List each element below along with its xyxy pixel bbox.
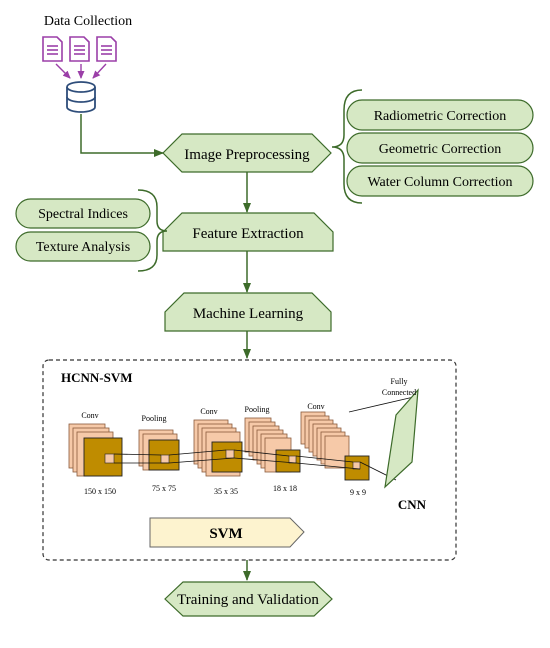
svm-box: SVM [149, 517, 305, 548]
layer-label: Conv [307, 402, 324, 411]
svm-label: SVM [209, 526, 242, 542]
feature-extraction-label: Feature Extraction [192, 226, 304, 242]
layer-label: Conv [200, 407, 217, 416]
preprocessing-item-label: Geometric Correction [379, 142, 501, 157]
hcnn-svm-container [42, 359, 457, 561]
feature-map-stack-4 [244, 417, 301, 473]
feature-item-label: Texture Analysis [36, 240, 130, 255]
cnn-label: CNN [398, 497, 427, 512]
preprocessing-item-label: Water Column Correction [367, 175, 512, 190]
training-validation-box: Training and Validation [164, 581, 333, 617]
feature-map-stack-2 [138, 429, 180, 471]
document-icon [96, 36, 117, 62]
fully-connected-layer [384, 388, 419, 489]
data-collection-label: Data Collection [44, 14, 132, 29]
database-icon [66, 81, 96, 113]
image-preprocessing-box: Image Preprocessing [162, 133, 332, 173]
layer-label: Conv [81, 411, 98, 420]
hcnn-svm-title: HCNN-SVM [61, 370, 133, 385]
size-label: 9 x 9 [350, 488, 366, 497]
preprocessing-item: Radiometric Correction [346, 99, 534, 131]
size-label: 150 x 150 [84, 487, 116, 496]
connector-data-to-preprocessing [80, 114, 164, 157]
feature-item-label: Spectral Indices [38, 207, 128, 222]
layer-label: Pooling [142, 414, 167, 423]
layer-label: Pooling [245, 405, 270, 414]
machine-learning-box: Machine Learning [164, 292, 332, 332]
document-icon [42, 36, 63, 62]
preprocessing-item: Water Column Correction [346, 165, 534, 197]
feature-map-stack-5 [300, 411, 370, 481]
features-brace [137, 189, 168, 272]
fully-connected-label-1: Fully [391, 377, 408, 386]
size-label: 35 x 35 [214, 487, 238, 496]
document-arrows [55, 63, 107, 79]
preprocessing-item: Geometric Correction [346, 132, 534, 164]
fully-connected-label-2: Connected [382, 388, 416, 397]
machine-learning-label: Machine Learning [193, 306, 304, 322]
feature-map-stack-1 [68, 423, 123, 477]
image-preprocessing-label: Image Preprocessing [184, 147, 310, 163]
preprocessing-item-label: Radiometric Correction [374, 109, 507, 124]
kernel-lines [113, 395, 419, 481]
size-label: 75 x 75 [152, 484, 176, 493]
feature-item: Spectral Indices [15, 198, 151, 229]
preprocessing-brace [331, 89, 363, 204]
feature-map-stack-3 [193, 419, 243, 477]
feature-item: Texture Analysis [15, 231, 151, 262]
feature-extraction-box: Feature Extraction [162, 212, 334, 252]
size-label: 18 x 18 [273, 484, 297, 493]
document-icon [69, 36, 90, 62]
training-validation-label: Training and Validation [177, 592, 319, 608]
